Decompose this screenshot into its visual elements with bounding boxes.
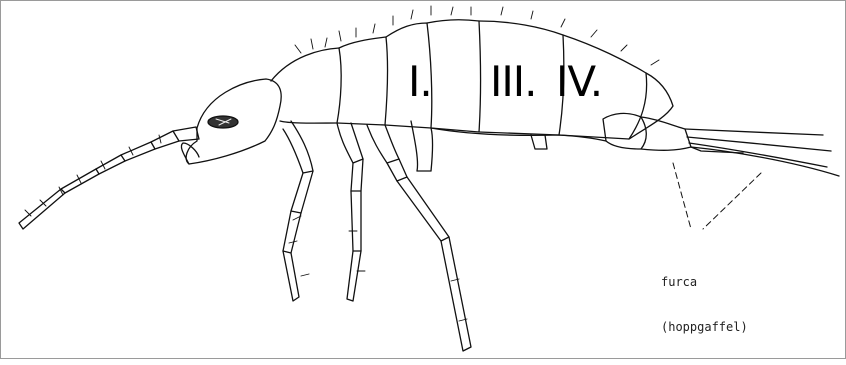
furca-label: furca (hoppgaffel) [661, 245, 748, 365]
legs [283, 121, 471, 351]
eye-patch [208, 116, 238, 128]
segment-label-iii: III. [490, 61, 537, 103]
furca-label-line1: furca [661, 275, 748, 290]
body-segments [271, 20, 691, 171]
segment-label-i: I. [408, 61, 432, 103]
head [181, 79, 281, 164]
segment-label-iv: IV. [556, 61, 602, 103]
antenna [19, 127, 199, 229]
furca-pointer-lines [673, 163, 761, 229]
furca-label-line2: (hoppgaffel) [661, 320, 748, 335]
furca-drawing [685, 129, 839, 176]
